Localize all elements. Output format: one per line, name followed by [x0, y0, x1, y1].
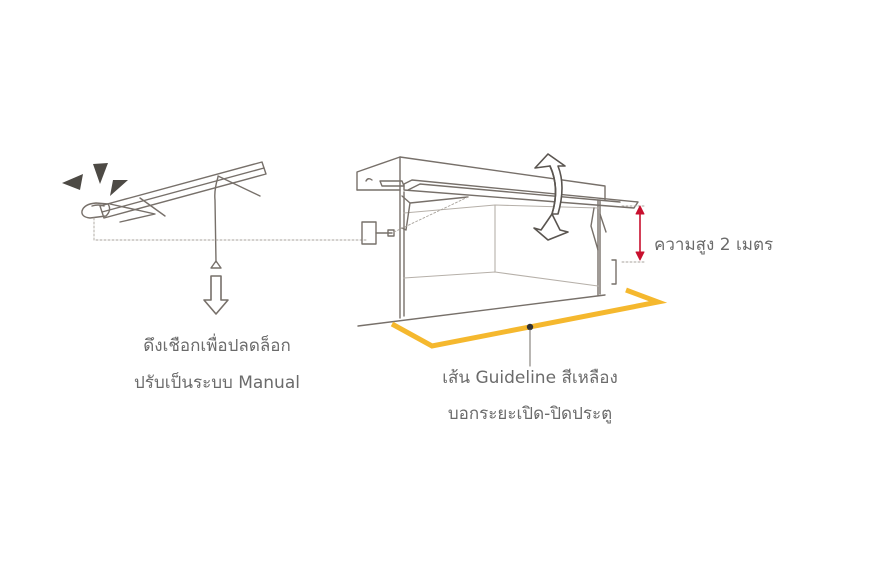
opener-motor-head — [81, 202, 111, 219]
dotted-connector — [93, 217, 367, 241]
yellow-guideline — [390, 287, 668, 349]
opener-rail — [99, 161, 267, 223]
release-cord — [210, 176, 222, 269]
height-arrow-icon — [621, 205, 647, 263]
height-label: ความสูง 2 เมตร — [654, 235, 774, 255]
wall-control-box — [361, 221, 395, 245]
guideline-pointer-dot — [526, 323, 534, 331]
door-handle — [611, 259, 617, 285]
guideline-label-line2: บอกระยะเปิด-ปิดประตู — [447, 404, 613, 424]
opener-unit — [365, 178, 405, 187]
dotted-sensor-link — [393, 196, 469, 233]
rotate-arrows-icon — [533, 153, 569, 241]
guideline-label-line1: เส้น Guideline สีเหลือง — [442, 368, 618, 388]
manual-release-label-line1: ดึงเชือกเพื่อปลดล็อก — [143, 336, 291, 356]
door-brackets — [401, 195, 607, 251]
garage-floor-line — [357, 294, 606, 327]
lock-release-burst-icon — [62, 163, 128, 196]
overhead-door-panel — [403, 179, 639, 209]
garage-front-wall — [356, 156, 606, 319]
manual-release-label-line2: ปรับเป็นระบบ Manual — [134, 373, 300, 393]
garage-back-wall — [403, 204, 599, 287]
down-arrow-icon — [203, 275, 229, 315]
